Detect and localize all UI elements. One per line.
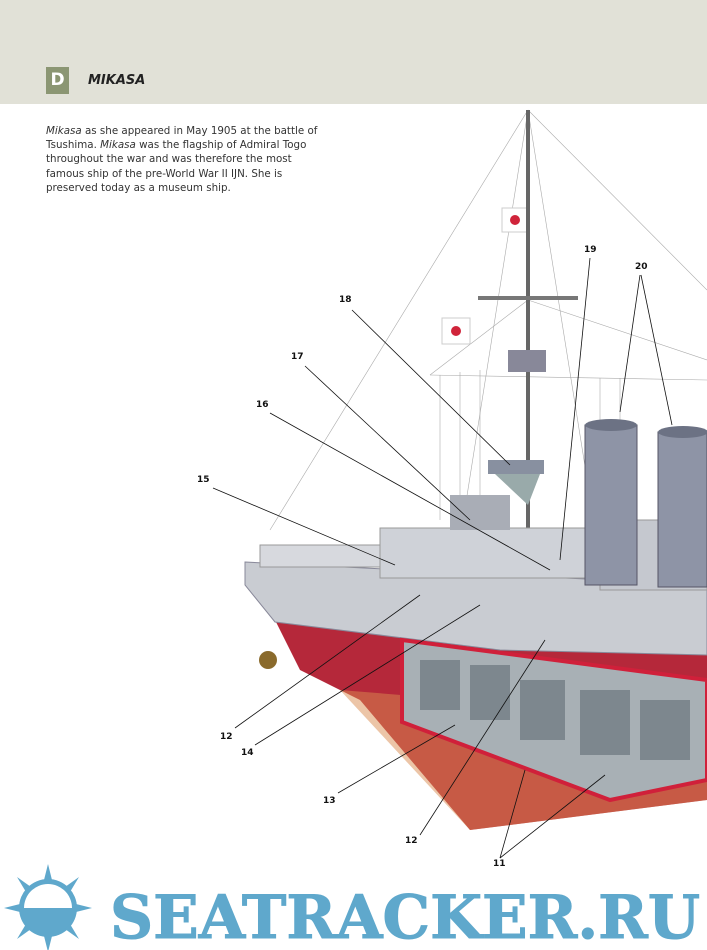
ship-name: Mikasa [46,125,82,137]
caption-part: as she appeared in May 1905 at the battl… [46,125,318,152]
callout-label: 16 [256,400,269,410]
page-header: D MIKASA [0,0,707,104]
callout-label: 15 [197,475,210,485]
callout-label: 19 [584,245,597,255]
watermark-text: SEATRACKER.RU [110,883,700,950]
callout-label: 17 [291,352,304,362]
ship-name: Mikasa [100,139,136,152]
callout-label: 18 [339,295,352,305]
callout-label: 13 [323,796,336,806]
callout-label: 11 [493,859,506,869]
sun-logo-icon [4,864,92,950]
callout-label: 14 [241,748,254,758]
plate-letter-badge: D [46,67,69,94]
caption-part: was the flagship of Admiral Togo through… [46,139,307,194]
plate-title: MIKASA [88,73,146,88]
caption-text: Mikasa as she appeared in May 1905 at th… [46,124,321,195]
watermark: SEATRACKER.RU [4,864,701,950]
callout-label: 20 [635,262,648,272]
callout-label: 12 [220,732,233,742]
callout-label: 12 [405,836,418,846]
